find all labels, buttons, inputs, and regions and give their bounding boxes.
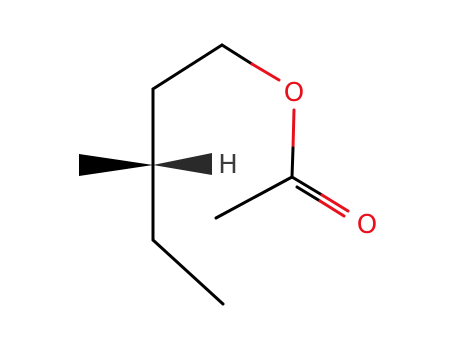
atom-label-hydrogen: H: [218, 150, 238, 180]
bond-c-ch3-terminal: [151, 238, 225, 306]
bond-oxygen-carbonyl-c-b: [290, 146, 295, 179]
wedge-bond-methyl: [79, 154, 153, 176]
bond-carbonyl-c-methyl: [214, 175, 294, 220]
bond-carbonyl-double-2a: [295, 185, 322, 203]
bond-ch2-ch2: [151, 43, 224, 91]
bond-carbonyl-double-1a: [290, 175, 324, 197]
bond-oxygen-carbonyl-c-a: [291, 108, 296, 150]
bond-carbonyl-double-1b: [320, 193, 350, 213]
wedge-bond-hydrogen: [153, 153, 212, 175]
bond-carbonyl-double-2b: [318, 199, 346, 218]
atom-label-oxygen-ester: O: [284, 78, 304, 108]
bond-ch2-oxygen-b: [250, 62, 281, 82]
bond-ch2-oxygen-a: [220, 43, 254, 66]
atom-label-oxygen-carbonyl: O: [357, 210, 377, 240]
